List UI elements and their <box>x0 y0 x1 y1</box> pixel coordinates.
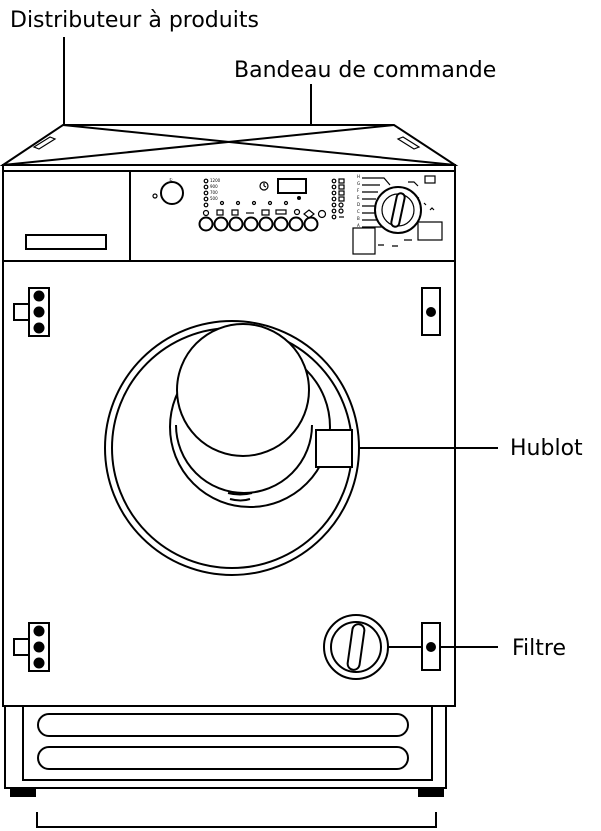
foot-left <box>10 788 36 797</box>
spin-speed-indicators: 1200 900 700 500 <box>203 178 221 208</box>
spin-speed-900: 900 <box>210 184 218 189</box>
button-indicator-dots <box>219 196 301 206</box>
control-panel: ① 1200 900 700 500 <box>152 174 443 255</box>
program-letters: H G F E D C B A <box>357 174 360 228</box>
hinge-icon-top <box>13 287 50 337</box>
machine-body <box>2 260 456 707</box>
timer-icon <box>259 181 269 191</box>
program-dial-grip <box>390 192 406 228</box>
foot-right <box>418 788 444 797</box>
svg-text:A: A <box>357 223 360 228</box>
spin-speed-1200: 1200 <box>210 178 221 183</box>
start-pause-button[interactable] <box>303 216 319 232</box>
label-porthole: Hublot <box>510 436 583 461</box>
option-button-2[interactable] <box>213 216 229 232</box>
label-distributor: Distributeur à produits <box>10 8 259 33</box>
option-button-7[interactable] <box>288 216 304 232</box>
phase-indicators <box>331 178 345 220</box>
plinth-slot-top <box>37 713 409 737</box>
svg-text:G: G <box>357 181 360 186</box>
svg-text:F: F <box>357 188 360 193</box>
spin-speed-700: 700 <box>210 190 218 195</box>
plinth <box>4 706 447 789</box>
top-lid <box>0 124 459 166</box>
width-bracket <box>36 812 437 828</box>
spin-speed-500: 500 <box>210 196 218 201</box>
option-button-4[interactable] <box>243 216 259 232</box>
program-dial-area <box>352 175 443 255</box>
svg-text:B: B <box>357 216 360 221</box>
door-handle[interactable] <box>315 429 353 468</box>
option-button-3[interactable] <box>228 216 244 232</box>
svg-text:D: D <box>357 202 360 207</box>
hinge-icon-bottom <box>13 622 50 672</box>
plinth-slot-bottom <box>37 746 409 770</box>
lock-icon-top <box>421 287 441 336</box>
option-buttons <box>198 216 319 232</box>
option-button-5[interactable] <box>258 216 274 232</box>
label-filter: Filtre <box>512 636 566 661</box>
svg-text:C: C <box>357 209 360 214</box>
option-button-6[interactable] <box>273 216 289 232</box>
power-knob-icon[interactable] <box>160 181 184 205</box>
option-button-1[interactable] <box>198 216 214 232</box>
svg-text:H: H <box>357 174 360 179</box>
lock-icon-bottom <box>421 622 441 671</box>
power-indicator <box>152 193 158 199</box>
label-control-panel: Bandeau de commande <box>234 58 496 83</box>
svg-text:E: E <box>357 195 360 200</box>
time-display <box>277 178 307 194</box>
detergent-drawer <box>25 234 107 250</box>
drawer-handle[interactable] <box>25 234 107 250</box>
filter-knob-icon[interactable] <box>323 614 389 680</box>
porthole-door <box>104 320 360 576</box>
power-symbol: ① <box>169 177 173 182</box>
